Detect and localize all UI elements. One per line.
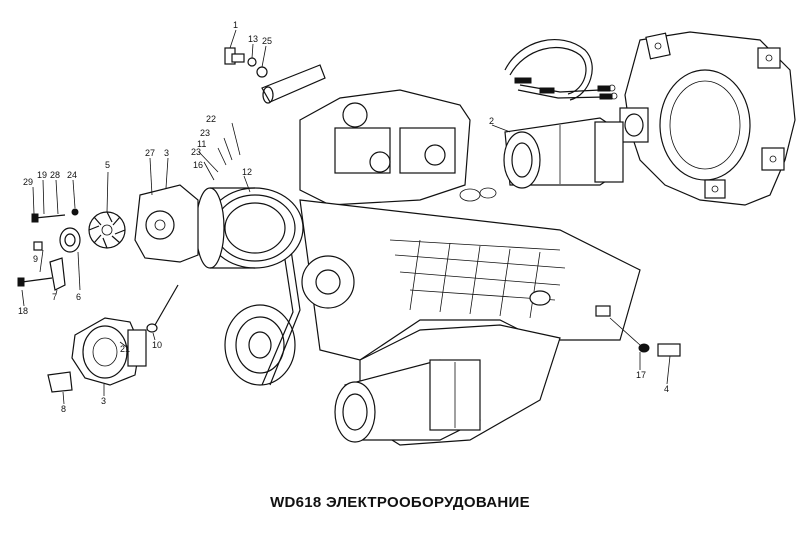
callout-6: 6: [76, 292, 81, 302]
callout-12: 12: [242, 167, 252, 177]
alternator-exploded-upper: [17, 184, 199, 291]
callout-17: 17: [636, 370, 646, 380]
engine-block: [299, 89, 641, 446]
callout-18: 18: [18, 306, 28, 316]
callout-1: 1: [233, 20, 238, 30]
callout-9: 9: [33, 254, 38, 264]
crank-pulley-and-belt: [224, 209, 301, 386]
cooling-fan: [88, 211, 126, 249]
callout-3-bottom: 3: [101, 396, 106, 406]
water-temperature-sensor: [609, 317, 681, 357]
alternator-drive-pulley: [195, 187, 304, 269]
callout-8: 8: [61, 404, 66, 414]
callout-2: 2: [489, 116, 494, 126]
callout-3-top: 3: [164, 148, 169, 158]
alternator-assembled-lower: [47, 284, 179, 393]
callout-29: 29: [23, 177, 33, 187]
oil-pressure-sensor-assembly: [224, 47, 326, 104]
callout-19: 19: [37, 170, 47, 180]
callout-28: 28: [50, 170, 60, 180]
callout-4: 4: [664, 384, 669, 394]
callout-16: 16: [193, 160, 203, 170]
flywheel-housing: [619, 31, 796, 206]
callout-10: 10: [152, 340, 162, 350]
wiring-harness: [504, 39, 618, 101]
callout-22: 22: [206, 114, 216, 124]
callout-5: 5: [105, 160, 110, 170]
leader-lines: [21, 29, 671, 405]
callout-23-top: 23: [200, 128, 210, 138]
diagram-caption: WD618 ЭЛЕКТРООБОРУДОВАНИЕ: [270, 494, 530, 511]
callout-13: 13: [248, 34, 258, 44]
callout-7: 7: [52, 292, 57, 302]
starter-motor-upper: [503, 117, 624, 189]
callout-27: 27: [145, 148, 155, 158]
callout-labels: 1 13 25 2 22 23 11 23 16 12 27 3 5 29 19…: [18, 20, 669, 414]
starter-motor-lower: [334, 359, 481, 443]
callout-24: 24: [67, 170, 77, 180]
callout-11: 11: [197, 139, 206, 149]
callout-23: 23: [191, 147, 201, 157]
callout-25: 25: [262, 36, 272, 46]
callout-21: 21: [120, 344, 130, 354]
